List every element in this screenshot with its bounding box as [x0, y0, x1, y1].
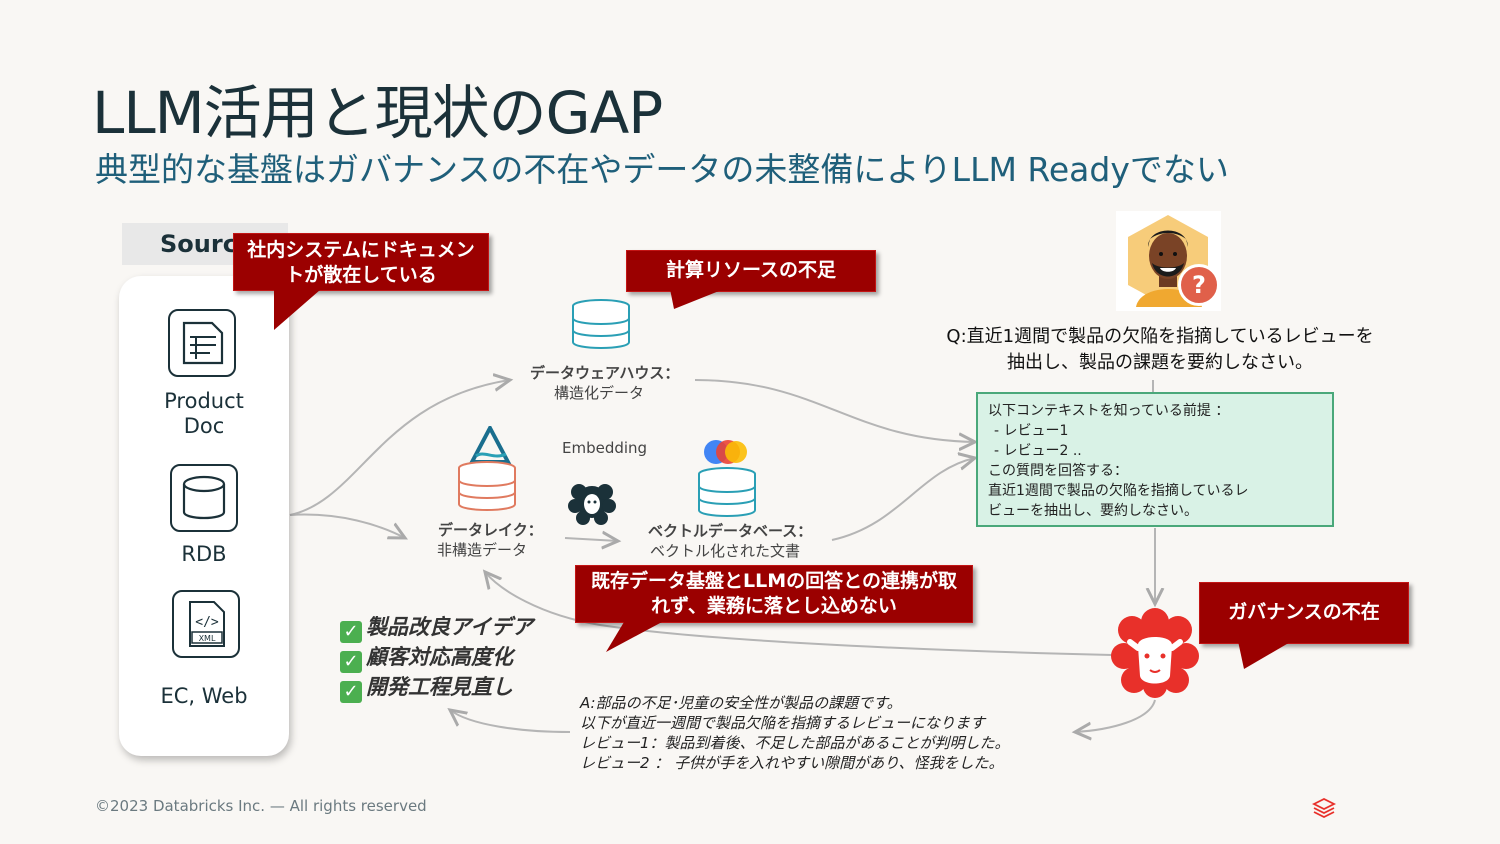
- lake-db-icon: [458, 461, 516, 511]
- lake-title: データレイク：: [438, 521, 543, 539]
- callout-governance-pointer: [1238, 641, 1292, 669]
- check-icon: ✓: [340, 681, 362, 703]
- source-ec-web-label: EC, Web: [160, 684, 248, 708]
- source-to-warehouse-arrow: [289, 380, 510, 516]
- vector-db-icon: [698, 467, 756, 517]
- help-icon: ?: [1178, 264, 1220, 306]
- lake-subtitle: 非構造データ: [437, 541, 528, 559]
- lake-to-vector-arrow: [564, 538, 618, 541]
- check-icon: ✓: [340, 621, 362, 643]
- svg-text:XML: XML: [199, 634, 216, 643]
- vector-title: ベクトルデータベース：: [648, 522, 813, 540]
- databricks-logo-icon: [1312, 797, 1336, 819]
- warehouse-title: データウェアハウス：: [530, 364, 680, 382]
- check-icon: ✓: [340, 651, 362, 673]
- source-to-lake-arrow: [289, 513, 405, 538]
- llm-llama-icon: [1111, 608, 1199, 698]
- context-line: 以下コンテキストを知っている前提 ：: [988, 403, 1230, 419]
- source-product-doc-label: Product Doc: [164, 389, 244, 438]
- database-icon: [170, 464, 238, 532]
- callout-governance: ガバナンスの不在: [1199, 582, 1409, 644]
- xml-file-icon: </> XML: [172, 590, 240, 658]
- callout-scattered-docs: 社内システムにドキュメン トが散在している: [233, 233, 489, 291]
- context-line: - レビュー1: [994, 423, 1069, 439]
- vector-logo-icon: [704, 440, 747, 464]
- context-line: - レビュー2 ..: [994, 443, 1082, 459]
- outcomes-list: ✓製品改良アイデア ✓顧客対応高度化 ✓開発工程見直し: [340, 613, 533, 703]
- callout-integration: 既存データ基盤とLLMの回答との連携が取 れず、業務に落とし込めない: [575, 565, 973, 623]
- answer-text: A:部品の不足･児童の安全性が製品の課題です。 以下が直近一週間で製品欠陥を指摘…: [580, 694, 1010, 772]
- callout-scattered-docs-pointer: [274, 290, 320, 330]
- warehouse-subtitle: 構造化データ: [554, 384, 645, 402]
- vector-subtitle: ベクトル化された文書: [650, 542, 801, 560]
- embedding-llama-icon: [568, 484, 616, 525]
- warehouse-db-icon: [572, 299, 630, 349]
- warehouse-to-context-arrow: [694, 379, 975, 442]
- slide-subtitle: 典型的な基盤はガバナンスの不在やデータの未整備によりLLM Readyでない: [95, 150, 1229, 189]
- embedding-label: Embedding: [562, 439, 648, 457]
- slide-title: LLM活用と現状のGAP: [92, 79, 663, 147]
- question-text: Q:直近1週間で製品の欠陥を指摘しているレビューを 抽出し、製品の課題を要約しな…: [946, 326, 1374, 373]
- llm-to-answer-arrow: [1075, 699, 1156, 732]
- outcome-item: ✓開発工程見直し: [340, 673, 533, 703]
- context-line: この質問を回答する：: [988, 463, 1128, 479]
- outcome-item: ✓製品改良アイデア: [340, 613, 533, 643]
- callout-compute-shortage: 計算リソースの不足: [626, 250, 876, 292]
- svg-text:</>: </>: [195, 615, 219, 630]
- footer-copyright: ©2023 Databricks Inc. — All rights reser…: [95, 797, 427, 815]
- context-line: ビューを抽出し、要約しなさい。: [988, 503, 1198, 519]
- callout-compute-pointer: [670, 289, 724, 309]
- vector-to-context-arrow: [831, 458, 975, 541]
- source-rdb-label: RDB: [181, 542, 227, 566]
- llm-to-lake-arrow: [485, 572, 1113, 656]
- context-line: 直近1週間で製品の欠陥を指摘しているレ: [988, 483, 1249, 499]
- callout-integration-pointer: [606, 622, 662, 652]
- outcome-item: ✓顧客対応高度化: [340, 643, 533, 673]
- context-prompt-box: 以下コンテキストを知っている前提 ： - レビュー1 - レビュー2 .. この…: [976, 392, 1334, 527]
- document-icon: [168, 309, 236, 377]
- answer-to-outcomes-arrow: [450, 710, 571, 733]
